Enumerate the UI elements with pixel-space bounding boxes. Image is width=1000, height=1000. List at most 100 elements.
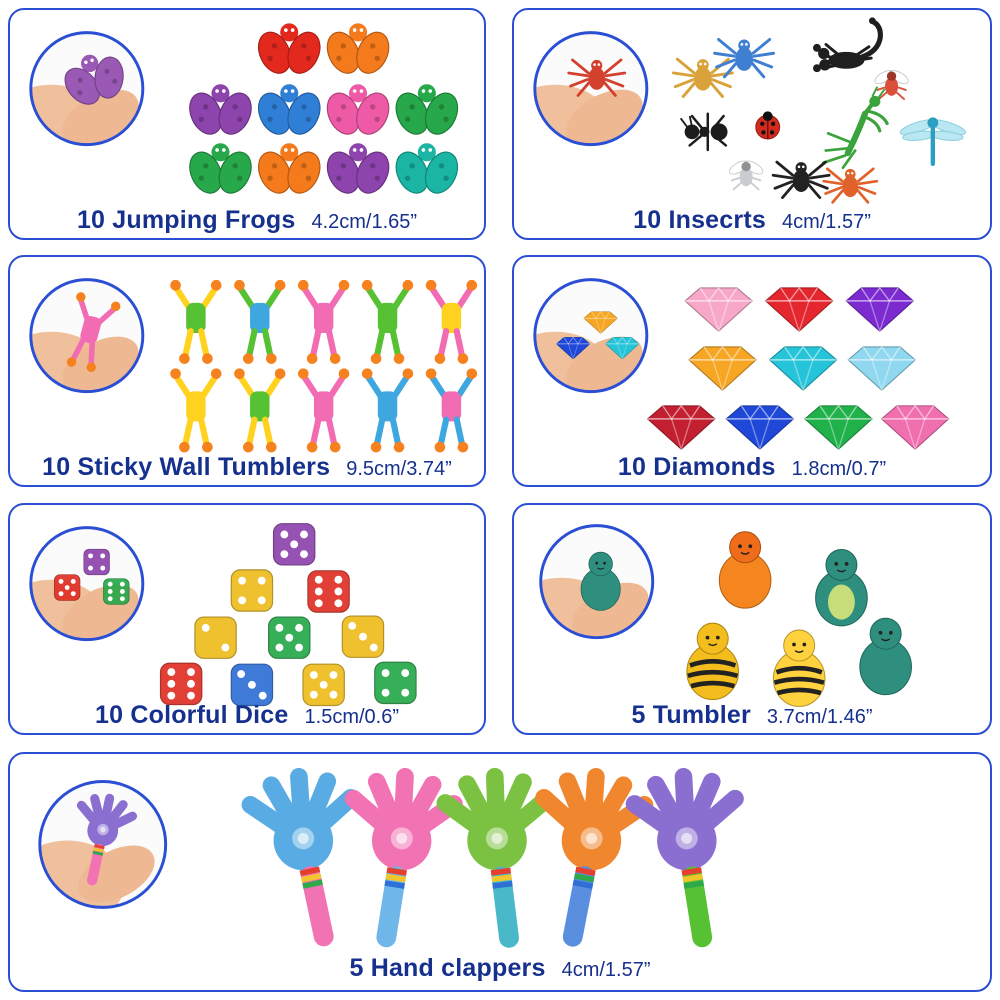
climber-toy bbox=[298, 279, 350, 364]
climber-toy bbox=[361, 368, 414, 453]
spider-toy bbox=[671, 57, 734, 98]
colorful-dice-title: 10 Colorful Dice bbox=[94, 700, 289, 729]
gem-toy bbox=[555, 336, 591, 361]
clapper-toy bbox=[436, 767, 555, 948]
die-toy bbox=[103, 578, 130, 605]
beetle-toy bbox=[189, 84, 252, 135]
clapper-toy bbox=[625, 767, 744, 948]
die-toy bbox=[83, 548, 110, 576]
scorpion-toy bbox=[813, 17, 883, 73]
gem-toy bbox=[605, 336, 640, 361]
gem-toy bbox=[768, 345, 838, 393]
sticky-wall-tumblers-title: 10 Sticky Wall Tumblers bbox=[42, 452, 331, 481]
insects-photo bbox=[533, 17, 967, 204]
tumbler-caption: 5 Tumbler 3.7cm/1.46” bbox=[514, 700, 990, 730]
tumbler-photo bbox=[539, 524, 912, 707]
gem-toy bbox=[684, 286, 753, 334]
panel-diamonds: 10 Diamonds 1.8cm/0.7” bbox=[512, 255, 992, 487]
sticky-wall-tumblers-size: 9.5cm/3.74” bbox=[346, 457, 452, 480]
diamonds-title: 10 Diamonds bbox=[617, 452, 776, 481]
diamonds-caption: 10 Diamonds 1.8cm/0.7” bbox=[514, 452, 990, 482]
spider-toy bbox=[567, 58, 627, 97]
climber-toy bbox=[170, 368, 222, 453]
beetle-toy bbox=[189, 143, 252, 194]
climber-toy bbox=[425, 279, 478, 364]
gem-toy bbox=[880, 404, 950, 452]
die-toy bbox=[53, 574, 81, 601]
beetle-toy bbox=[395, 143, 459, 194]
spider-toy bbox=[822, 167, 879, 204]
gem-toy bbox=[847, 345, 917, 393]
fly-toy bbox=[874, 70, 909, 101]
ladybug-toy bbox=[755, 111, 781, 140]
jumping-frogs-title: 10 Jumping Frogs bbox=[76, 205, 296, 234]
gem-toy bbox=[646, 404, 716, 452]
sticky-wall-tumblers-photo bbox=[29, 278, 478, 453]
die-toy bbox=[230, 569, 274, 612]
panel-jumping-frogs: 10 Jumping Frogs 4.2cm/1.65” bbox=[8, 8, 486, 240]
die-toy bbox=[194, 616, 237, 659]
inset-ring bbox=[533, 31, 649, 147]
inset-ring bbox=[29, 526, 145, 642]
mantis-toy bbox=[821, 86, 889, 170]
gem-toy bbox=[845, 286, 915, 334]
die-toy bbox=[302, 663, 345, 707]
dragonfly-toy bbox=[899, 117, 967, 167]
gem-toy bbox=[688, 345, 757, 393]
tumbler-title: 5 Tumbler bbox=[631, 700, 751, 729]
tumbler-toy bbox=[859, 617, 912, 696]
inset-ring bbox=[29, 31, 145, 147]
climber-toy bbox=[234, 368, 286, 453]
insects-title: 10 Insecrts bbox=[633, 205, 766, 234]
inset-hand-photo bbox=[40, 793, 155, 907]
fly-toy bbox=[728, 160, 764, 191]
colorful-dice-photo bbox=[29, 523, 417, 707]
die-toy bbox=[268, 616, 311, 659]
panel-colorful-dice: 10 Colorful Dice 1.5cm/0.6” bbox=[8, 503, 486, 735]
die-toy bbox=[341, 615, 385, 658]
tumbler-toy bbox=[580, 551, 621, 611]
ant-toy bbox=[679, 112, 728, 152]
inset-hand-photo bbox=[31, 54, 139, 144]
sticky-wall-tumblers-caption: 10 Sticky Wall Tumblers 9.5cm/3.74” bbox=[10, 452, 484, 482]
clapper-toy bbox=[76, 793, 138, 886]
panel-tumbler: 5 Tumbler 3.7cm/1.46” bbox=[512, 503, 992, 735]
die-toy bbox=[374, 661, 417, 705]
die-toy bbox=[159, 662, 203, 706]
gem-toy bbox=[583, 311, 618, 335]
inset-ring bbox=[38, 780, 168, 909]
die-toy bbox=[272, 523, 316, 566]
gem-toy bbox=[764, 286, 834, 334]
beetle-toy bbox=[257, 143, 321, 194]
hand-clappers-photo bbox=[38, 767, 744, 948]
panel-sticky-wall-tumblers: 10 Sticky Wall Tumblers 9.5cm/3.74” bbox=[8, 255, 486, 487]
colorful-dice-size: 1.5cm/0.6” bbox=[304, 705, 399, 728]
climber-toy bbox=[66, 292, 121, 373]
beetle-toy bbox=[326, 84, 390, 135]
clapper-toy bbox=[241, 768, 360, 947]
spider-toy bbox=[713, 38, 776, 79]
jumping-frogs-photo bbox=[29, 23, 459, 194]
jumping-frogs-size: 4.2cm/1.65” bbox=[311, 210, 418, 233]
gem-toy bbox=[804, 404, 873, 452]
beetle-toy bbox=[326, 23, 390, 74]
climber-toy bbox=[298, 368, 350, 453]
climber-toy bbox=[361, 279, 414, 364]
diamonds-photo bbox=[533, 278, 950, 452]
die-toy bbox=[307, 570, 350, 613]
spider-toy bbox=[771, 160, 831, 200]
colorful-dice-caption: 10 Colorful Dice 1.5cm/0.6” bbox=[10, 700, 484, 730]
tumbler-size: 3.7cm/1.46” bbox=[766, 705, 873, 728]
tumbler-toy bbox=[718, 531, 772, 609]
inset-hand-photo bbox=[31, 548, 139, 639]
diamonds-size: 1.8cm/0.7” bbox=[791, 457, 887, 480]
beetle-toy bbox=[257, 84, 321, 135]
inset-ring bbox=[533, 278, 649, 394]
tumbler-toy bbox=[815, 548, 868, 627]
tumbler-toy bbox=[686, 622, 740, 701]
inset-ring bbox=[539, 524, 655, 640]
